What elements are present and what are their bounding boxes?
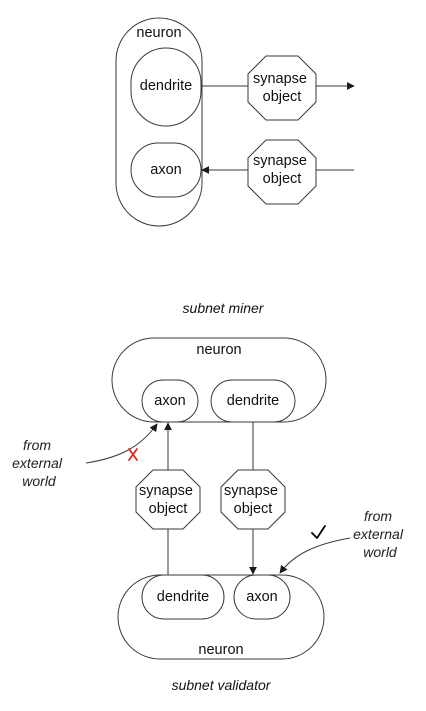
- validator-synapse-right-node: [220, 469, 286, 530]
- subnet-miner-group: neuron dendrite axon synapse object syna…: [115, 17, 355, 316]
- validator-top-dendrite-label: dendrite: [227, 393, 279, 409]
- miner-neuron-label: neuron: [136, 25, 181, 41]
- validator-bottom-axon-label: axon: [246, 589, 277, 605]
- validator-bottom-dendrite-label: dendrite: [157, 589, 209, 605]
- edge-external-to-bottom-axon: [279, 537, 351, 574]
- validator-top-neuron-label: neuron: [196, 342, 241, 358]
- validator-top-axon-node: [141, 379, 199, 423]
- cross-mark-icon: [128, 448, 138, 461]
- external-world-right-label: from external world: [353, 508, 407, 560]
- miner-dendrite-label: dendrite: [140, 78, 192, 94]
- miner-caption: subnet miner: [183, 300, 265, 316]
- subnet-validator-group: neuron axon dendrite synapse object syna…: [12, 337, 407, 693]
- check-mark-icon: [311, 525, 326, 539]
- validator-synapse-left-node: [135, 469, 201, 530]
- miner-synapse-out-node: [247, 55, 317, 121]
- edge-external-to-top-axon: [85, 423, 158, 464]
- miner-synapse-in-node: [247, 139, 317, 205]
- miner-synapse-in-label: synapse object: [253, 153, 311, 187]
- miner-axon-label: axon: [150, 162, 181, 178]
- miner-axon-node: [130, 142, 202, 198]
- miner-dendrite-node: [130, 47, 202, 127]
- validator-bottom-neuron-label: neuron: [198, 642, 243, 658]
- validator-synapse-right-label: synapse object: [224, 483, 282, 517]
- validator-bottom-dendrite-node: [141, 574, 225, 620]
- validator-caption: subnet validator: [172, 677, 272, 693]
- external-world-left-label: from external world: [12, 437, 66, 489]
- validator-top-axon-label: axon: [154, 393, 185, 409]
- validator-synapse-left-label: synapse object: [139, 483, 197, 517]
- miner-synapse-out-label: synapse object: [253, 71, 311, 105]
- validator-bottom-axon-node: [233, 574, 291, 620]
